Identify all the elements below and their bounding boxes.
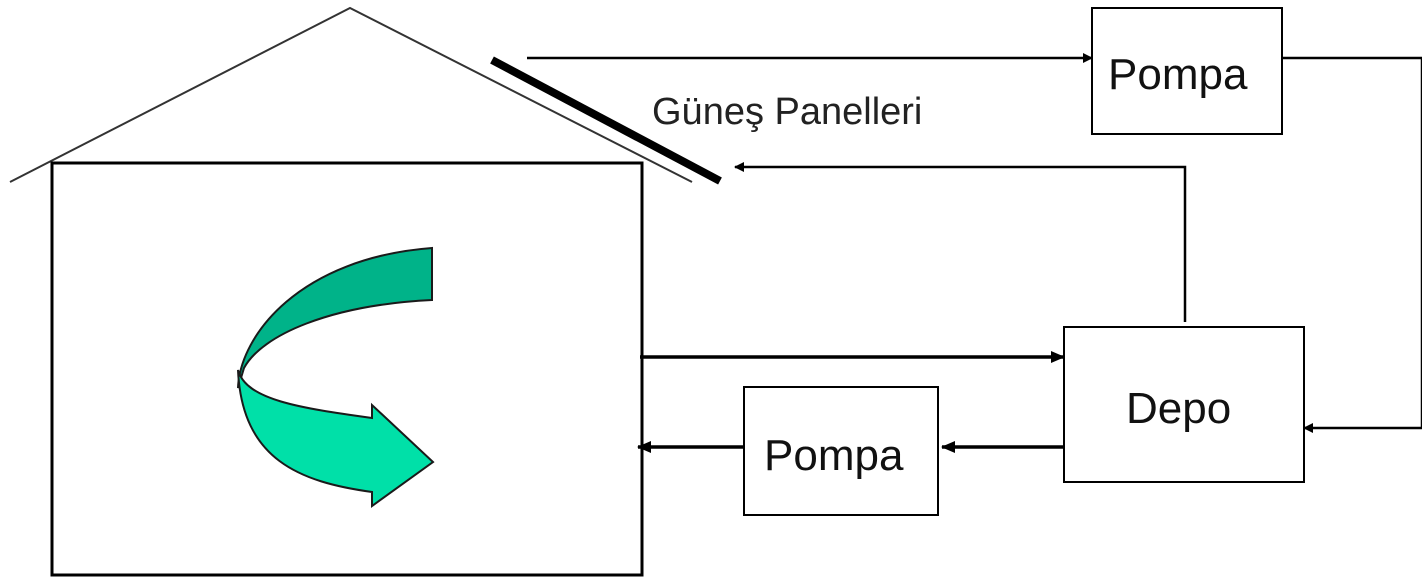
flow-tank-to-panel — [734, 162, 1187, 322]
solar-panel — [490, 56, 722, 185]
tank-label: Depo — [1126, 384, 1232, 433]
flow-pump-to-tank — [1282, 56, 1422, 433]
pump-top-box — [1091, 7, 1283, 135]
pump-bottom-box — [743, 386, 939, 516]
pump-top-label: Pompa — [1108, 50, 1248, 99]
house-body — [50, 161, 644, 577]
tank-box — [1063, 326, 1305, 483]
solar-panels-label: Güneş Panelleri — [652, 91, 923, 133]
curved-arrow-icon — [237, 246, 435, 508]
pump-bottom-label: Pompa — [764, 431, 904, 480]
house-roof — [9, 6, 693, 183]
